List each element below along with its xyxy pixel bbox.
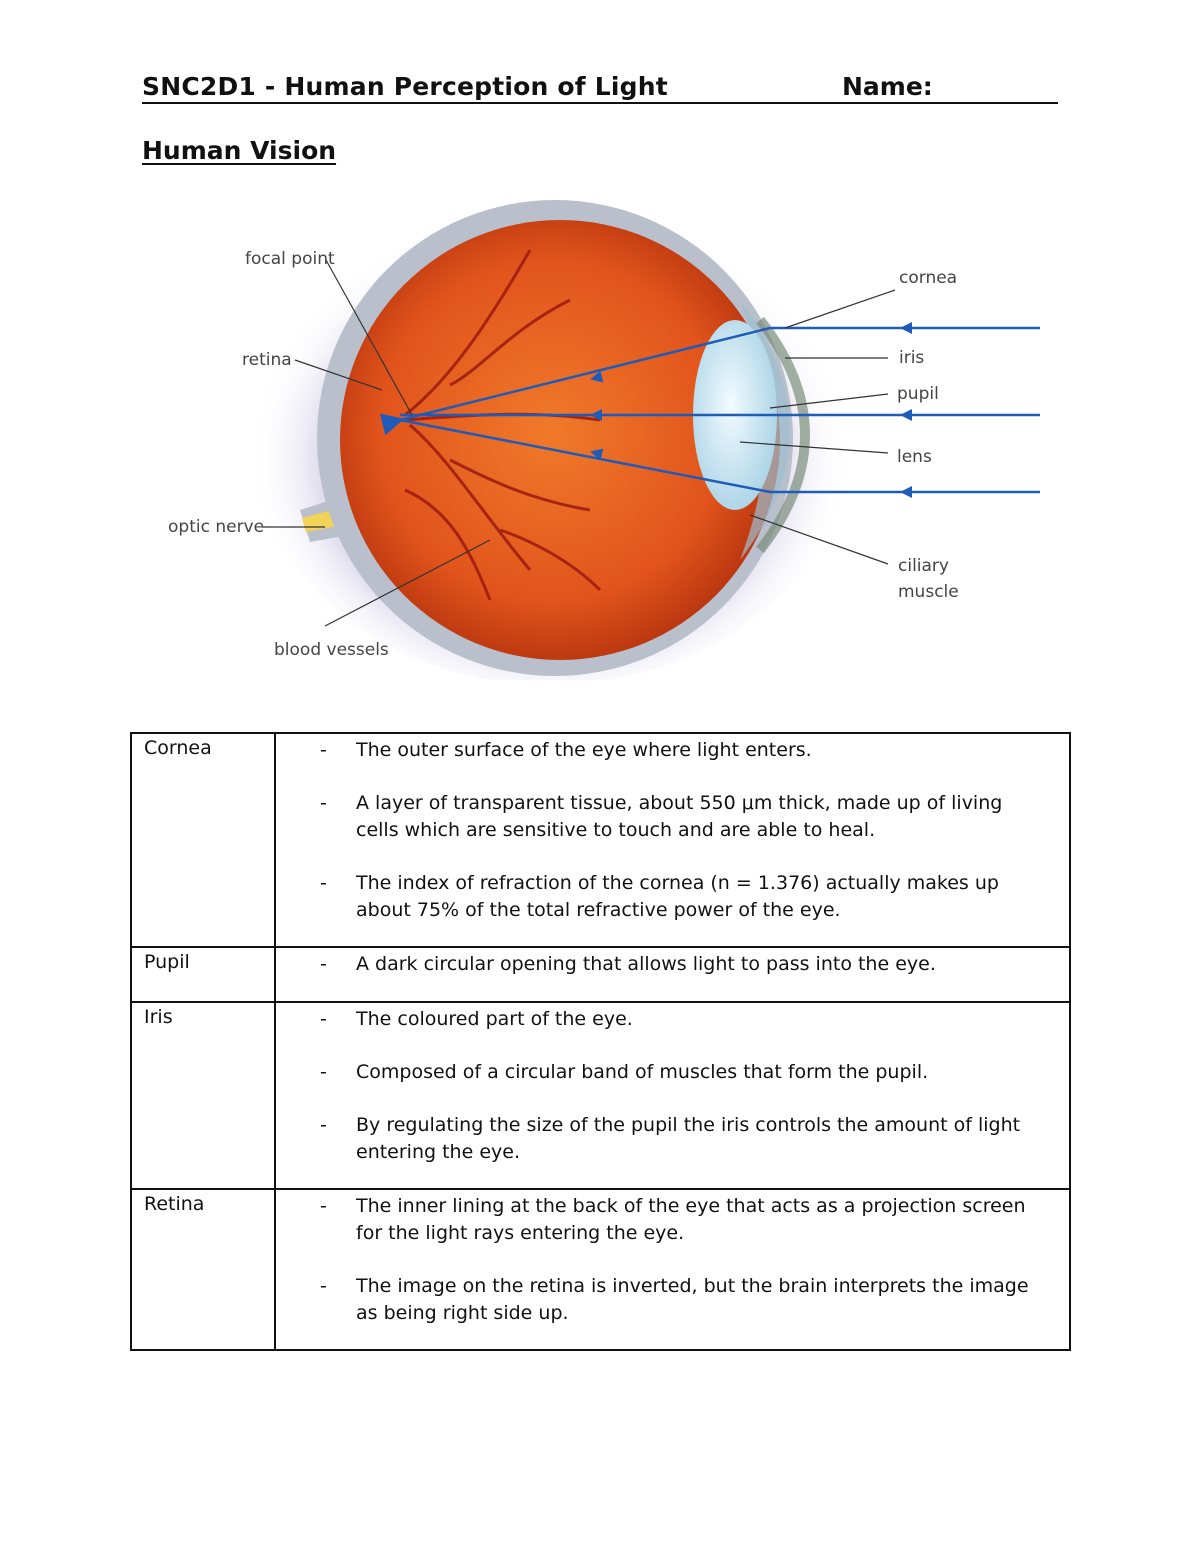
list-item: - The index of refraction of the cornea (… bbox=[276, 870, 1049, 924]
label-iris: iris bbox=[899, 348, 924, 368]
label-retina: retina bbox=[242, 350, 292, 370]
leader-lines bbox=[262, 259, 896, 627]
table-row: Pupil - A dark circular opening that allow… bbox=[130, 946, 1071, 1003]
dash-marker: - bbox=[320, 792, 327, 814]
term-cell: Iris bbox=[130, 1001, 276, 1190]
description-cell: - The coloured part of the eye. - Composed … bbox=[274, 1001, 1071, 1190]
point-text: The coloured part of the eye. bbox=[356, 1008, 633, 1030]
term-cell: Retina bbox=[130, 1188, 276, 1351]
section-title: Human Vision bbox=[142, 136, 337, 165]
definitions-table: Cornea - The outer surface of the eye wher… bbox=[130, 732, 1071, 1351]
point-text: The inner lining at the back of the eye … bbox=[356, 1195, 1026, 1244]
description-cell: - The outer surface of the eye where ligh… bbox=[274, 732, 1071, 948]
point-text: By regulating the size of the pupil the … bbox=[356, 1114, 1021, 1163]
dash-marker: - bbox=[320, 1275, 327, 1297]
bullet-list: - The outer surface of the eye where ligh… bbox=[276, 737, 1049, 924]
dash-marker: - bbox=[320, 1114, 327, 1136]
dash-marker: - bbox=[320, 872, 327, 894]
label-focal-point: focal point bbox=[245, 249, 335, 269]
dash-marker: - bbox=[320, 1195, 327, 1217]
list-item: - The inner lining at the back of the eye… bbox=[276, 1193, 1049, 1247]
label-lens: lens bbox=[897, 447, 932, 467]
bullet-list: - The inner lining at the back of the eye… bbox=[276, 1193, 1049, 1327]
point-text: Composed of a circular band of muscles t… bbox=[356, 1061, 929, 1083]
worksheet-header: SNC2D1 - Human Perception of Light Name: bbox=[142, 70, 1058, 104]
label-pupil: pupil bbox=[897, 384, 939, 404]
term-cell: Pupil bbox=[130, 946, 276, 1003]
point-text: The outer surface of the eye where light… bbox=[356, 739, 812, 761]
description-cell: - The inner lining at the back of the eye… bbox=[274, 1188, 1071, 1351]
label-cornea: cornea bbox=[899, 268, 957, 288]
dash-marker: - bbox=[320, 1061, 327, 1083]
point-text: A dark circular opening that allows ligh… bbox=[356, 953, 936, 975]
course-title: SNC2D1 - Human Perception of Light bbox=[142, 72, 668, 101]
label-blood-vessels: blood vessels bbox=[274, 640, 389, 660]
name-label: Name: bbox=[842, 72, 933, 101]
label-optic-nerve: optic nerve bbox=[168, 517, 264, 537]
description-cell: - A dark circular opening that allows lig… bbox=[274, 946, 1071, 1003]
eye-diagram: focal point retina optic nerve blood ves… bbox=[168, 185, 1040, 680]
list-item: - A layer of transparent tissue, about 55… bbox=[276, 790, 1049, 844]
table-row: Retina - The inner lining at the back of t… bbox=[130, 1188, 1071, 1351]
label-ciliary: ciliary bbox=[898, 556, 949, 576]
bullet-list: - A dark circular opening that allows lig… bbox=[276, 951, 1049, 978]
dash-marker: - bbox=[320, 953, 327, 975]
dash-marker: - bbox=[320, 739, 327, 761]
iris-shape bbox=[756, 316, 810, 554]
term-cell: Cornea bbox=[130, 732, 276, 948]
dash-marker: - bbox=[320, 1008, 327, 1030]
ray-arrowheads bbox=[590, 322, 912, 498]
list-item: - The image on the retina is inverted, bu… bbox=[276, 1273, 1049, 1327]
table-row: Cornea - The outer surface of the eye wher… bbox=[130, 732, 1071, 948]
list-item: - Composed of a circular band of muscles … bbox=[276, 1059, 1049, 1086]
point-text: The index of refraction of the cornea (n… bbox=[356, 872, 999, 921]
list-item: - By regulating the size of the pupil the… bbox=[276, 1112, 1049, 1166]
list-item: - The outer surface of the eye where ligh… bbox=[276, 737, 1049, 764]
eyeball-shape bbox=[340, 220, 780, 660]
point-text: A layer of transparent tissue, about 550… bbox=[356, 792, 1003, 841]
list-item: - A dark circular opening that allows lig… bbox=[276, 951, 1049, 978]
table-row: Iris - The coloured part of the eye. - Compo… bbox=[130, 1001, 1071, 1190]
point-text: The image on the retina is inverted, but… bbox=[356, 1275, 1029, 1324]
bullet-list: - The coloured part of the eye. - Composed … bbox=[276, 1006, 1049, 1166]
label-muscle: muscle bbox=[898, 582, 959, 602]
list-item: - The coloured part of the eye. bbox=[276, 1006, 1049, 1033]
